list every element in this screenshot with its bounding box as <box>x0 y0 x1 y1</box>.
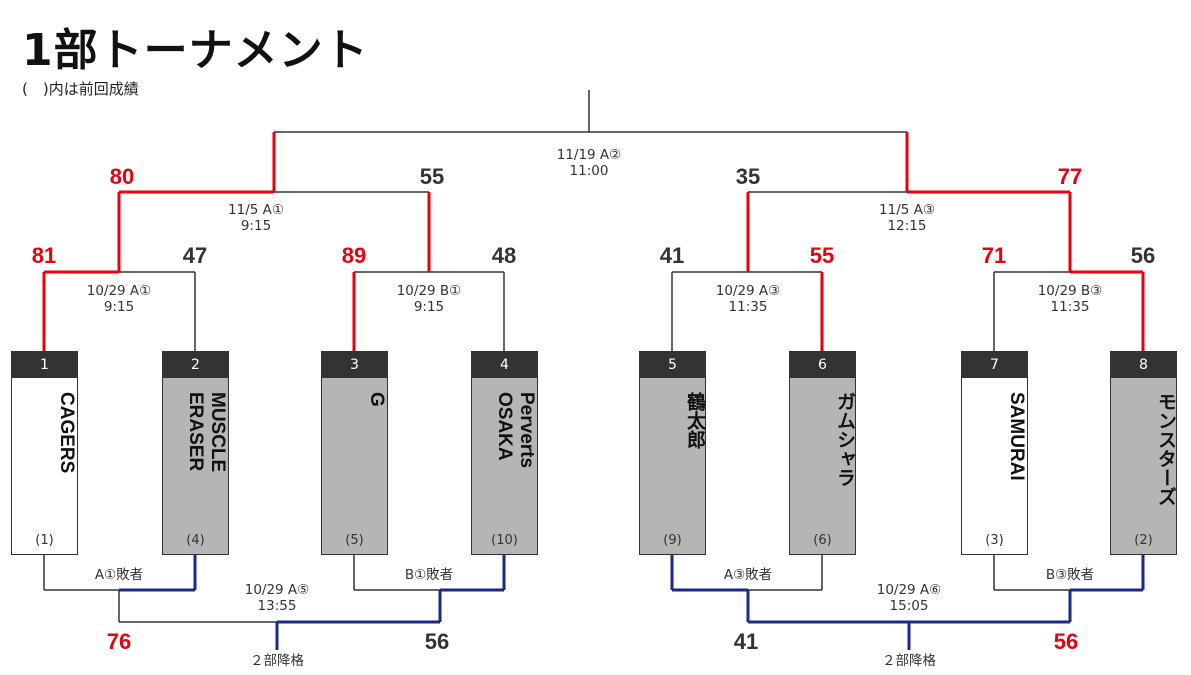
team-name: G <box>366 392 387 407</box>
team-name: SAMURAI <box>1006 392 1027 481</box>
team-name: Perverts OSAKA <box>494 392 537 469</box>
score-round1: 56 <box>1130 243 1156 268</box>
team-previous-rank: (6) <box>813 533 832 548</box>
score-round1: 47 <box>182 243 208 268</box>
team-name: 鶴太郎 <box>684 392 705 449</box>
team-previous-rank: (5) <box>345 533 364 548</box>
score-round1: 71 <box>981 243 1007 268</box>
team-previous-rank: (3) <box>985 533 1004 548</box>
team-number: 8 <box>1111 352 1176 378</box>
score-round1: 81 <box>31 243 57 268</box>
match-info: 10/29 A③ 11:35 <box>715 283 781 315</box>
score-round1: 55 <box>809 243 835 268</box>
team-number: 5 <box>640 352 705 378</box>
team-name: ガムシャラ <box>834 392 855 487</box>
page-title: 1部トーナメント <box>22 25 369 76</box>
team-previous-rank: (1) <box>35 533 54 548</box>
match-info: 11/5 A③ 12:15 <box>879 202 935 234</box>
team-card: 7 SAMURAI (3) <box>961 351 1028 555</box>
relegation-label: ２部降格 <box>882 653 936 669</box>
score-consolation: 41 <box>733 629 759 654</box>
match-info: 10/29 A① 9:15 <box>86 283 152 315</box>
team-card: 6 ガムシャラ (6) <box>789 351 856 555</box>
loser-label: B③敗者 <box>1045 567 1095 583</box>
match-info: 10/29 A⑤ 13:55 <box>244 582 310 614</box>
team-previous-rank: (4) <box>186 533 205 548</box>
team-number: 2 <box>163 352 228 378</box>
team-previous-rank: (9) <box>663 533 682 548</box>
score-round1: 89 <box>341 243 367 268</box>
score-round2: 80 <box>109 164 135 189</box>
team-number: 1 <box>12 352 77 378</box>
team-name: モンスターズ <box>1155 392 1176 506</box>
score-round2: 55 <box>419 164 445 189</box>
team-card: 1 CAGERS (1) <box>11 351 78 555</box>
score-consolation: 76 <box>106 629 132 654</box>
team-number: 6 <box>790 352 855 378</box>
team-number: 7 <box>962 352 1027 378</box>
score-round1: 41 <box>659 243 685 268</box>
loser-label: A①敗者 <box>94 567 144 583</box>
match-info: 10/29 A⑥ 15:05 <box>876 582 942 614</box>
score-round2: 35 <box>735 164 761 189</box>
team-name: CAGERS <box>56 392 77 474</box>
team-number: 3 <box>322 352 387 378</box>
score-consolation: 56 <box>424 629 450 654</box>
loser-label: A③敗者 <box>723 567 773 583</box>
team-card: 8 モンスターズ (2) <box>1110 351 1177 555</box>
relegation-label: ２部降格 <box>250 653 304 669</box>
team-previous-rank: (2) <box>1134 533 1153 548</box>
match-info: 11/19 A② 11:00 <box>556 147 622 179</box>
team-card: 3 G (5) <box>321 351 388 555</box>
match-info: 11/5 A① 9:15 <box>228 202 284 234</box>
team-number: 4 <box>472 352 537 378</box>
team-card: 5 鶴太郎 (9) <box>639 351 706 555</box>
team-name: MUSCLE ERASER <box>185 392 228 473</box>
score-round1: 48 <box>491 243 517 268</box>
note: ( )内は前回成績 <box>22 80 139 98</box>
match-info: 10/29 B① 9:15 <box>396 283 462 315</box>
loser-label: B①敗者 <box>404 567 454 583</box>
score-round2: 77 <box>1057 164 1083 189</box>
match-info: 10/29 B③ 11:35 <box>1037 283 1103 315</box>
team-card: 4 Perverts OSAKA (10) <box>471 351 538 555</box>
team-card: 2 MUSCLE ERASER (4) <box>162 351 229 555</box>
team-previous-rank: (10) <box>491 533 518 548</box>
score-consolation: 56 <box>1053 629 1079 654</box>
